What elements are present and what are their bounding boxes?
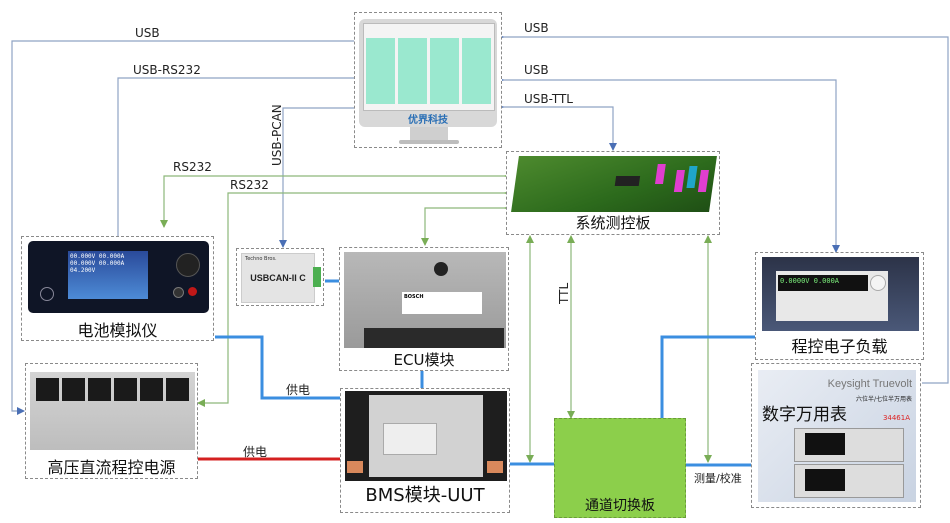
pc-logo: 优界科技 (408, 115, 448, 126)
label-power-b: 供电 (243, 445, 268, 459)
dmm-label: 数字万用表 (762, 405, 847, 425)
label-rs232-b: RS232 (230, 178, 269, 192)
label-rs232-a: RS232 (173, 160, 212, 174)
battery-sim-terminal-red (188, 287, 197, 296)
monitor-frame: 优界科技 (359, 19, 497, 127)
label-power-a: 供电 (286, 383, 311, 397)
control-board-image (511, 156, 717, 212)
ecu-box: BOSCH ECU模块 (339, 247, 509, 371)
label-usb-rs232: USB-RS232 (133, 63, 201, 77)
switch-board-label: 通道切换板 (585, 498, 655, 514)
usbcan-terminal (313, 267, 321, 287)
wire-power-battery (215, 335, 340, 400)
hv-supply-image (30, 372, 195, 450)
dmm-box: Keysight Truevolt 六位半/七位半万用表 34461A 数字万用… (751, 363, 921, 508)
battery-sim-image: 00.000V 00.000A 00.000V 00.000A 04.200V (28, 241, 209, 313)
bms-image (345, 391, 507, 481)
control-board-box: 系统测控板 (506, 151, 720, 235)
battery-sim-label: 电池模拟仪 (77, 321, 158, 340)
wire-usb-ttl (496, 103, 617, 151)
e-load-box: 0.0000V 0.000A 程控电子负载 (755, 252, 924, 360)
control-board-label: 系统测控板 (575, 214, 651, 232)
wire-usb-rs232 (117, 74, 362, 237)
label-usb-right-mid: USB (524, 63, 549, 77)
monitor-base (399, 140, 459, 144)
wire-rs232-a (160, 172, 512, 228)
usbcan-image: Techno Bros. USBCAN-II C (241, 253, 315, 303)
wire-usb-pcan (279, 107, 355, 248)
battery-sim-terminal-black (173, 287, 184, 298)
ecu-image: BOSCH (344, 252, 506, 348)
label-usb-left: USB (135, 26, 160, 40)
dmm-image: Keysight Truevolt 六位半/七位半万用表 34461A 数字万用… (758, 370, 916, 502)
battery-sim-knob (176, 253, 200, 277)
hv-supply-label: 高压直流程控电源 (47, 458, 176, 477)
power-switch-icon (40, 287, 54, 301)
e-load-label: 程控电子负载 (791, 337, 888, 356)
monitor-stand (410, 127, 448, 141)
usbcan-label: USBCAN-II C (250, 273, 306, 283)
wire-board-ecu (421, 204, 512, 246)
bms-box: BMS模块-UUT (340, 388, 510, 513)
usbcan-box: Techno Bros. USBCAN-II C (236, 248, 324, 306)
bms-label: BMS模块-UUT (365, 485, 485, 506)
label-measure: 测量/校准 (694, 472, 742, 485)
label-usb-ttl: USB-TTL (524, 92, 573, 106)
monitor-screen (363, 23, 495, 111)
wire-usb-left (11, 37, 362, 415)
label-usb-pcan: USB-PCAN (270, 104, 284, 166)
switch-board: 通道切换板 (554, 418, 686, 518)
battery-sim-box: 00.000V 00.000A 00.000V 00.000A 04.200V … (21, 236, 214, 341)
battery-sim-screen: 00.000V 00.000A 00.000V 00.000A 04.200V (68, 251, 148, 299)
label-ttl: TTL (557, 282, 571, 304)
e-load-image: 0.0000V 0.000A (762, 257, 919, 331)
pc-box: 优界科技 (354, 12, 502, 148)
label-usb-right-top: USB (524, 21, 549, 35)
ecu-label: ECU模块 (393, 351, 455, 369)
hv-supply-box: 高压直流程控电源 (25, 363, 198, 479)
ecu-sticker: BOSCH (402, 292, 482, 314)
wire-switch-eload (660, 335, 755, 418)
